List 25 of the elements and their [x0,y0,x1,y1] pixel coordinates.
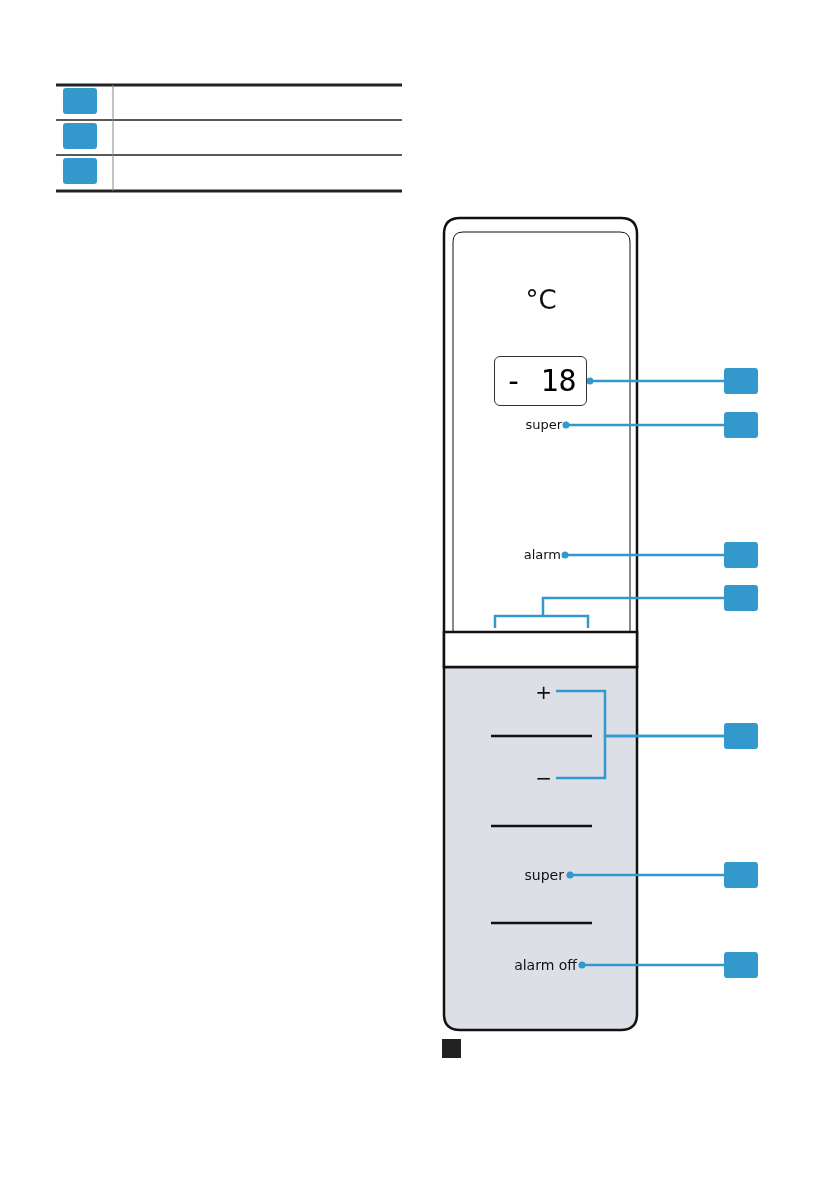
leader-line [566,871,724,879]
callout-box [724,412,758,438]
leader-line [556,734,724,780]
leader-line [586,377,724,385]
control-label: alarm [505,545,561,565]
callout-box [724,585,758,611]
unit-label: °C [524,284,558,316]
leader-line [561,551,724,559]
control-label: super [500,864,564,886]
leader-line [578,961,724,969]
callout-box [63,88,97,114]
control-label: + [528,679,552,705]
callout-box [63,158,97,184]
callout-box [724,542,758,568]
leader-line [562,421,724,429]
callout-box [724,723,758,749]
temperature-display: - 18 [494,356,587,406]
callout-box [724,952,758,978]
control-label: alarm off [485,954,577,976]
callout-box [63,123,97,149]
control-label: super [505,415,562,435]
callout-box [724,368,758,394]
leader-line [493,596,726,630]
callout-box [724,862,758,888]
control-label: − [528,765,552,791]
